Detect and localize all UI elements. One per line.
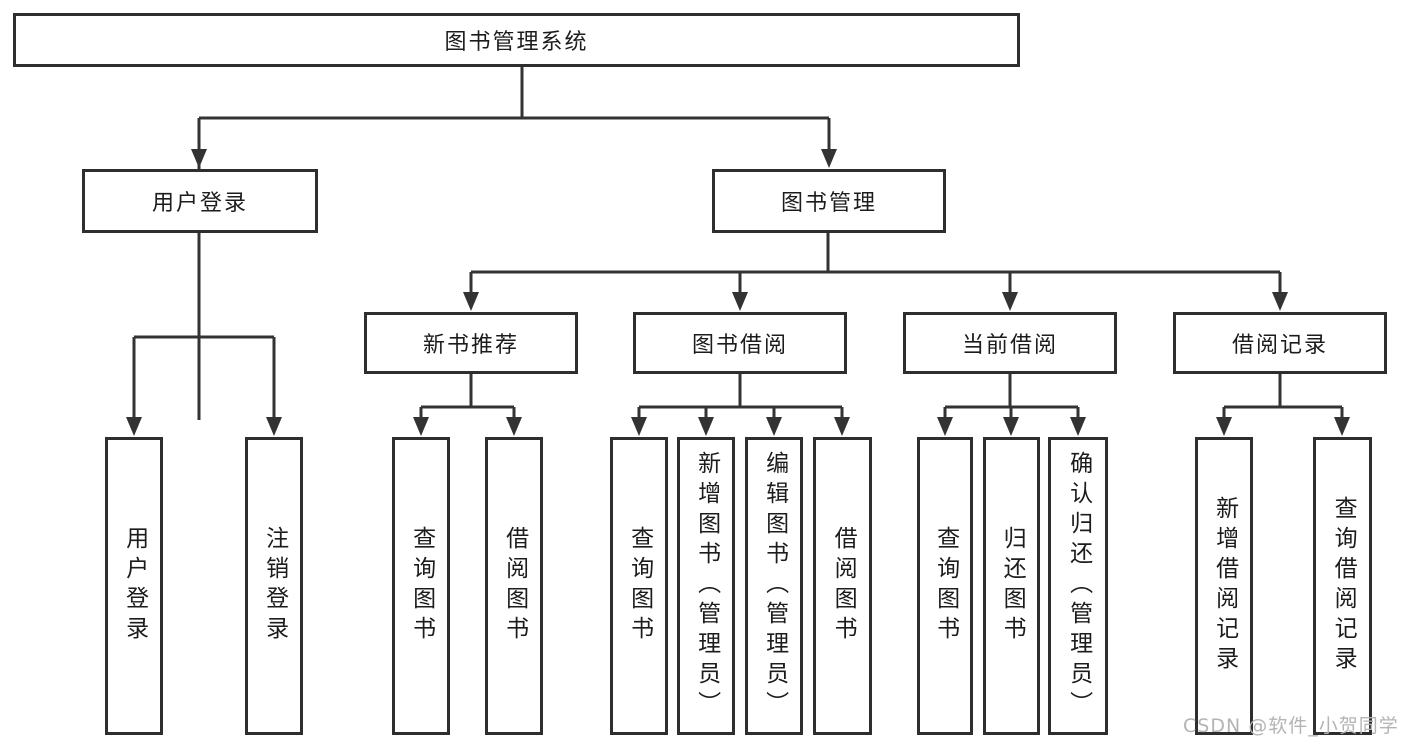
node-user-login-label: 用户登录: [151, 191, 248, 216]
leaf-confirm-return-admin-label: 确认归还（管理员）: [1065, 451, 1092, 721]
leaf-user-login: 用户登录: [105, 437, 163, 735]
leaf-return-books: 归还图书: [983, 437, 1040, 735]
leaf-add-books-admin: 新增图书（管理员）: [677, 437, 735, 735]
node-book-management: 图书管理: [712, 169, 946, 233]
leaf-borrow-query-books-label: 查询图书: [626, 526, 653, 646]
leaf-logout: 注销登录: [245, 437, 303, 735]
connector-currentborrow-children: [937, 374, 1086, 436]
leaf-recommend-borrow-books: 借阅图书: [485, 437, 543, 735]
node-book-management-label: 图书管理: [780, 191, 877, 216]
connector-bookmgmt-to-level2: [463, 233, 1288, 311]
node-root-label: 图书管理系统: [444, 30, 589, 55]
leaf-current-query-books-label: 查询图书: [932, 526, 959, 646]
connector-bookborrow-children: [631, 374, 850, 436]
leaf-current-query-books: 查询图书: [917, 437, 973, 735]
leaf-logout-label: 注销登录: [261, 526, 288, 646]
node-current-borrow: 当前借阅: [903, 312, 1117, 374]
csdn-watermark: CSDN @软件_小贺同学: [1183, 715, 1399, 737]
node-borrow-records-label: 借阅记录: [1231, 333, 1328, 358]
leaf-recommend-query-books: 查询图书: [392, 437, 450, 735]
connector-records-children: [1216, 374, 1350, 436]
leaf-confirm-return-admin: 确认归还（管理员）: [1048, 437, 1108, 735]
node-new-book-recommend: 新书推荐: [364, 312, 578, 374]
leaf-query-borrow-record-label: 查询借阅记录: [1330, 496, 1357, 676]
leaf-user-login-label: 用户登录: [121, 526, 148, 646]
node-user-login: 用户登录: [82, 169, 318, 233]
leaf-borrow-books-label: 借阅图书: [830, 526, 857, 646]
connector-root-to-level1: [126, 67, 837, 436]
leaf-add-books-admin-label: 新增图书（管理员）: [693, 451, 720, 721]
node-book-borrow-label: 图书借阅: [691, 333, 788, 358]
leaf-add-borrow-record: 新增借阅记录: [1195, 437, 1253, 735]
leaf-edit-books-admin-label: 编辑图书（管理员）: [761, 451, 788, 721]
leaf-query-borrow-record: 查询借阅记录: [1313, 437, 1372, 735]
leaf-add-borrow-record-label: 新增借阅记录: [1211, 496, 1238, 676]
leaf-edit-books-admin: 编辑图书（管理员）: [745, 437, 803, 735]
node-book-borrow: 图书借阅: [633, 312, 847, 374]
connector-newbook-children: [413, 374, 522, 436]
node-current-borrow-label: 当前借阅: [961, 333, 1058, 358]
leaf-borrow-query-books: 查询图书: [610, 437, 668, 735]
leaf-recommend-query-books-label: 查询图书: [408, 526, 435, 646]
node-new-book-recommend-label: 新书推荐: [422, 333, 519, 358]
node-borrow-records: 借阅记录: [1173, 312, 1387, 374]
leaf-return-books-label: 归还图书: [999, 526, 1026, 646]
leaf-borrow-books: 借阅图书: [813, 437, 872, 735]
leaf-recommend-borrow-books-label: 借阅图书: [501, 526, 528, 646]
node-root: 图书管理系统: [13, 13, 1020, 67]
